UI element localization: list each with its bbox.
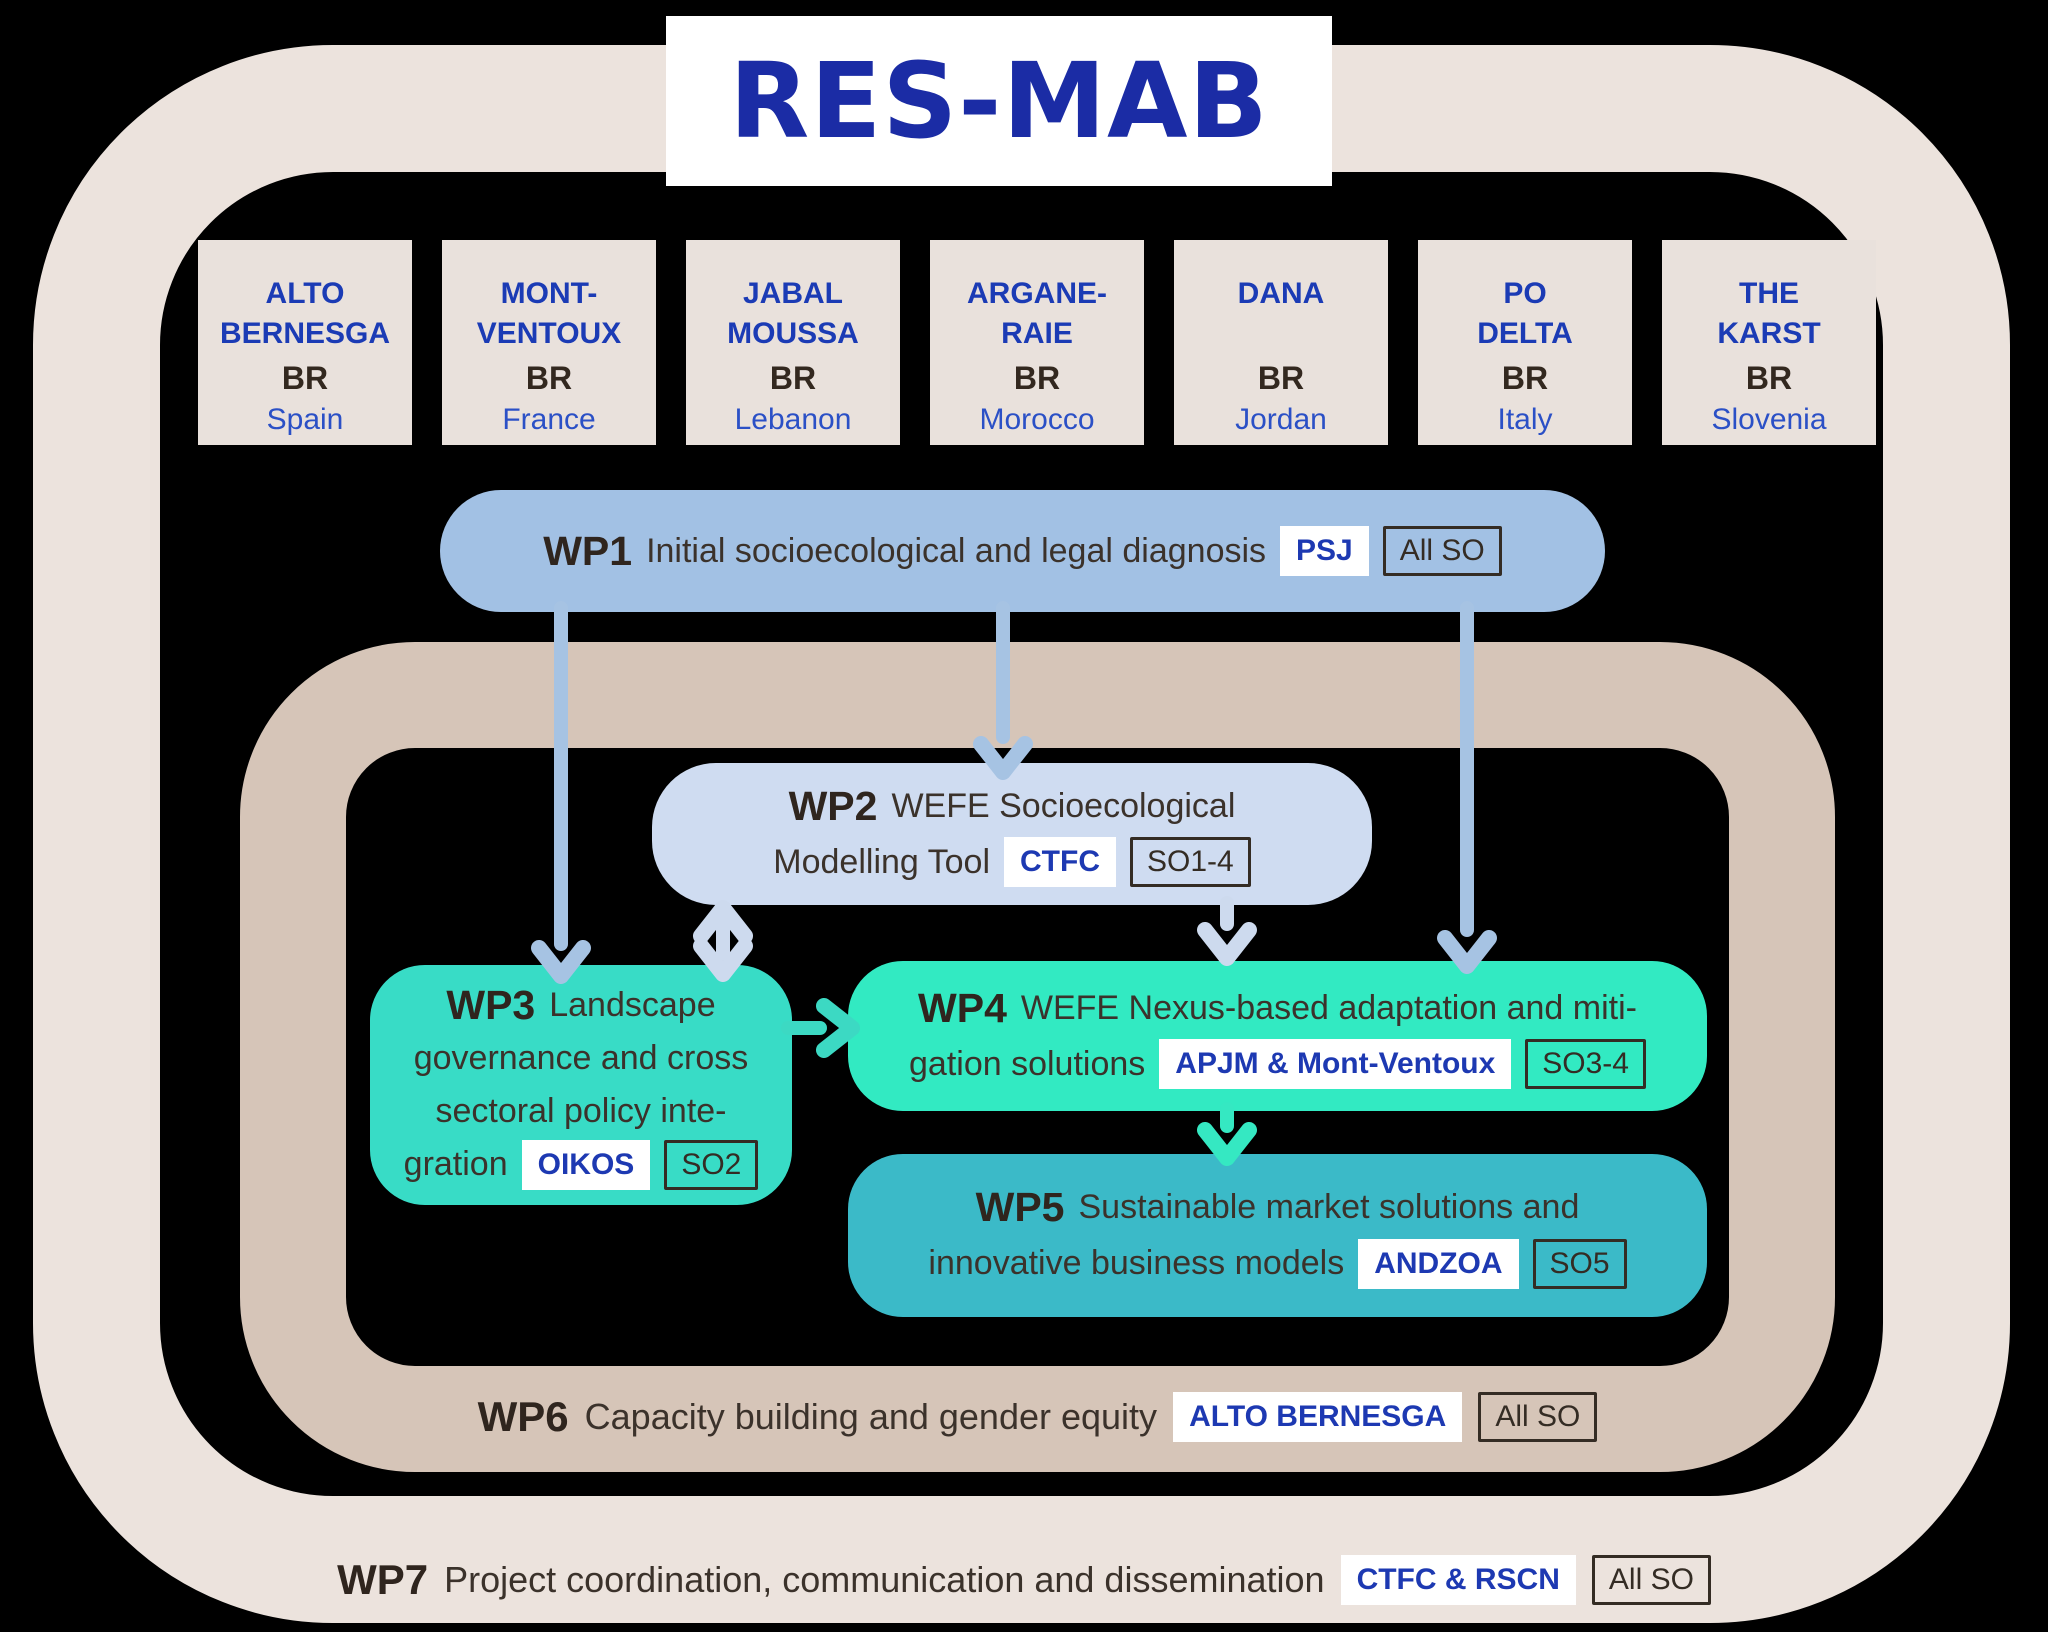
reserve-name-line1: JABAL	[742, 277, 843, 310]
wp6-text: Capacity building and gender equity	[584, 1396, 1158, 1437]
reserve-name-line2: BERNESGA	[219, 317, 391, 350]
wp2-label: WP2	[788, 782, 878, 829]
reserve-country: Morocco	[979, 403, 1095, 436]
reserve-name-line2: RAIE	[1001, 317, 1073, 350]
reserve-name-line2: VENTOUX	[476, 317, 622, 350]
wp2-so-chip: SO1-4	[1130, 837, 1251, 887]
wp1-label: WP1	[543, 527, 633, 574]
wp3-so-chip: SO2	[664, 1139, 759, 1190]
wp3-text-line1: Landscape	[549, 986, 716, 1024]
wp1-lead-chip: PSJ	[1280, 526, 1369, 576]
reserve-country: Slovenia	[1711, 403, 1827, 436]
wp1-text: Initial socioecological and legal diagno…	[646, 531, 1267, 570]
wp2-lead-chip: CTFC	[1004, 837, 1116, 887]
reserve-country: Jordan	[1235, 403, 1327, 436]
reserve-country: Lebanon	[734, 403, 852, 436]
wp5-so-chip: SO5	[1532, 1238, 1627, 1289]
wp4-text-line2: gation solutions	[909, 1044, 1146, 1083]
reserve-name-line2: MOUSSA	[727, 317, 859, 350]
reserve-br-label: BR	[1013, 360, 1061, 396]
reserve-name-line1: THE	[1739, 277, 1799, 310]
reserve-card-dana: DANA BR Jordan	[1174, 240, 1388, 445]
wp1-box: WP1 Initial socioecological and legal di…	[440, 490, 1605, 612]
wp7-band: WP7 Project coordination, communication …	[0, 1548, 2048, 1612]
page-title: RES-MAB	[729, 40, 1269, 162]
reserve-card-the-karst: THE KARST BR Slovenia	[1662, 240, 1876, 445]
wp2-text-line1: WEFE Socioecological	[891, 786, 1236, 825]
reserve-name: MONT- VENTOUX	[442, 274, 656, 354]
reserve-card-po-delta: PO DELTA BR Italy	[1418, 240, 1632, 445]
reserve-name-line2: KARST	[1717, 317, 1821, 350]
reserve-country: Spain	[266, 403, 344, 436]
reserve-card-jabal-moussa: JABAL MOUSSA BR Lebanon	[686, 240, 900, 445]
wp3-label: WP3	[446, 982, 536, 1028]
reserve-name-line1: PO	[1503, 277, 1547, 310]
wp4-text-line1: WEFE Nexus-based adaptation and miti-	[1020, 988, 1637, 1027]
reserve-name: JABAL MOUSSA	[686, 274, 900, 354]
reserve-country: France	[502, 403, 596, 436]
wp6-band: WP6 Capacity building and gender equity …	[240, 1386, 1835, 1448]
wp3-text-line2: governance and cross	[413, 1039, 749, 1077]
reserve-br-label: BR	[281, 360, 329, 396]
reserve-name-line2	[1174, 314, 1388, 354]
reserve-name: ALTO BERNESGA	[198, 274, 412, 354]
reserve-br-label: BR	[525, 360, 573, 396]
wp4-label: WP4	[918, 984, 1007, 1031]
wp5-lead-chip: ANDZOA	[1358, 1238, 1519, 1289]
wp5-box: WP5 Sustainable market solutions and inn…	[848, 1154, 1707, 1317]
wp7-lead-chip: CTFC & RSCN	[1340, 1555, 1576, 1605]
reserve-br-label: BR	[1257, 360, 1305, 396]
wp4-lead-chip: APJM & Mont-Ventoux	[1159, 1039, 1512, 1089]
wp3-box: WP3 Landscape governance and cross secto…	[370, 965, 792, 1205]
reserve-name-line1: ALTO	[265, 277, 345, 310]
wp7-text: Project coordination, communication and …	[444, 1559, 1325, 1600]
reserve-name-line1: MONT-	[500, 277, 598, 310]
reserve-country: Italy	[1497, 403, 1553, 436]
wp2-box: WP2 WEFE Socioecological Modelling Tool …	[652, 763, 1372, 905]
reserve-name: DANA	[1174, 274, 1388, 354]
wp5-text-line1: Sustainable market solutions and	[1078, 1188, 1580, 1226]
wp6-label: WP6	[477, 1393, 569, 1440]
wp7-so-chip: All SO	[1591, 1555, 1711, 1605]
reserve-card-mont-ventoux: MONT- VENTOUX BR France	[442, 240, 656, 445]
wp6-so-chip: All SO	[1478, 1392, 1598, 1442]
wp5-text-line2: innovative business models	[928, 1244, 1345, 1282]
wp1-so-chip: All SO	[1382, 526, 1502, 576]
wp5-label: WP5	[975, 1184, 1065, 1230]
wp3-text-line4: gration	[403, 1145, 508, 1183]
reserve-br-label: BR	[1501, 360, 1549, 396]
wp4-box: WP4 WEFE Nexus-based adaptation and miti…	[848, 961, 1707, 1111]
wp4-so-chip: SO3-4	[1525, 1039, 1646, 1089]
reserve-name-line2: DELTA	[1477, 317, 1573, 350]
wp3-text-line3: sectoral policy inte-	[435, 1092, 727, 1130]
wp2-text-line2: Modelling Tool	[773, 842, 991, 881]
reserve-name: ARGANE- RAIE	[930, 274, 1144, 354]
reserve-name-line1: ARGANE-	[967, 277, 1107, 310]
reserve-name: PO DELTA	[1418, 274, 1632, 354]
reserve-name-line1: DANA	[1237, 277, 1325, 310]
reserve-name: THE KARST	[1662, 274, 1876, 354]
wp3-lead-chip: OIKOS	[521, 1139, 651, 1190]
title-box: RES-MAB	[666, 16, 1332, 186]
wp7-label: WP7	[337, 1556, 429, 1603]
reserve-br-label: BR	[1745, 360, 1793, 396]
reserve-card-alto-bernesga: ALTO BERNESGA BR Spain	[198, 240, 412, 445]
wp6-ring	[240, 642, 1835, 1472]
reserve-br-label: BR	[769, 360, 817, 396]
wp6-lead-chip: ALTO BERNESGA	[1173, 1392, 1463, 1442]
reserve-card-argane-raie: ARGANE- RAIE BR Morocco	[930, 240, 1144, 445]
